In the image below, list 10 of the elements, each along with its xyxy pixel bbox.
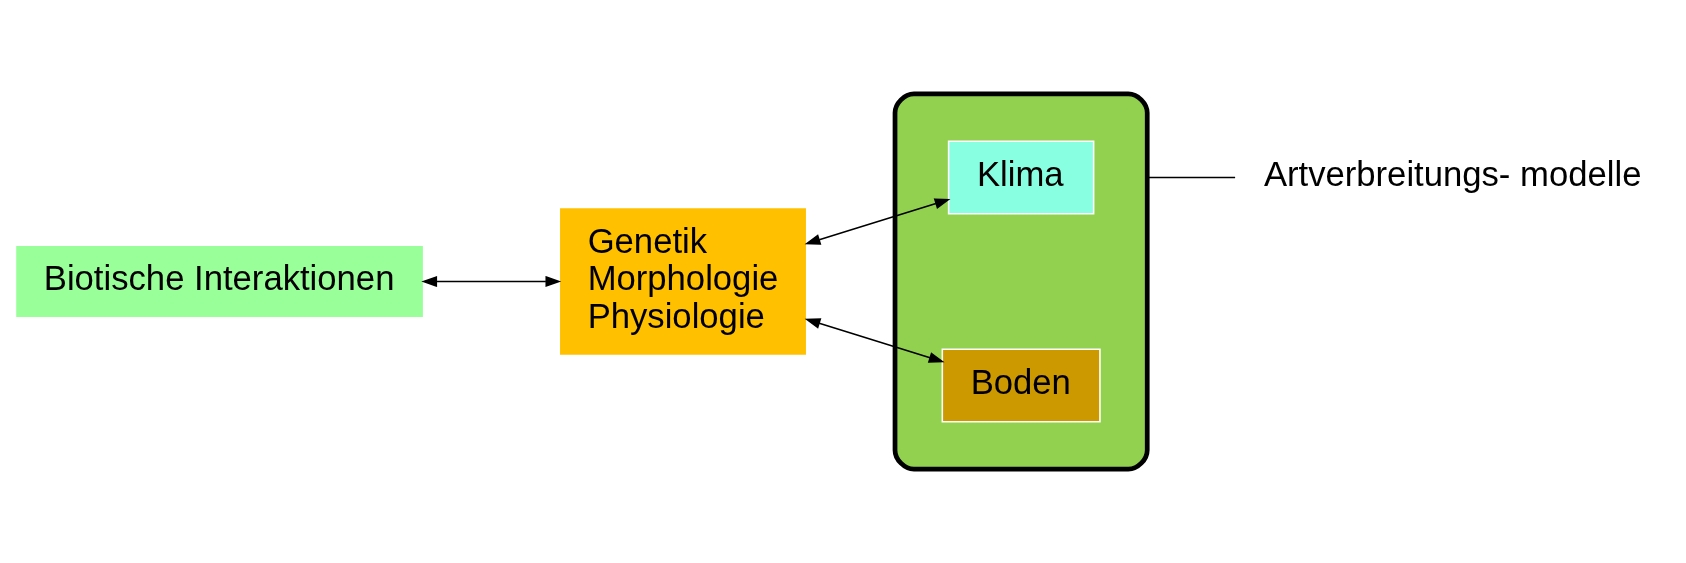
connector bbox=[1146, 176, 1236, 179]
arrow bbox=[804, 198, 951, 245]
node-box: Biotische Interaktionen bbox=[14, 244, 425, 319]
node-box: Klima bbox=[947, 140, 1095, 215]
node-box: Genetik Morphologie Physiologie bbox=[558, 206, 808, 357]
node-text: Artverbreitungs- modelle bbox=[1263, 155, 1642, 194]
cluster bbox=[892, 91, 1150, 472]
node-box: Boden bbox=[941, 348, 1101, 423]
arrow bbox=[804, 318, 945, 363]
arrow bbox=[421, 275, 562, 288]
